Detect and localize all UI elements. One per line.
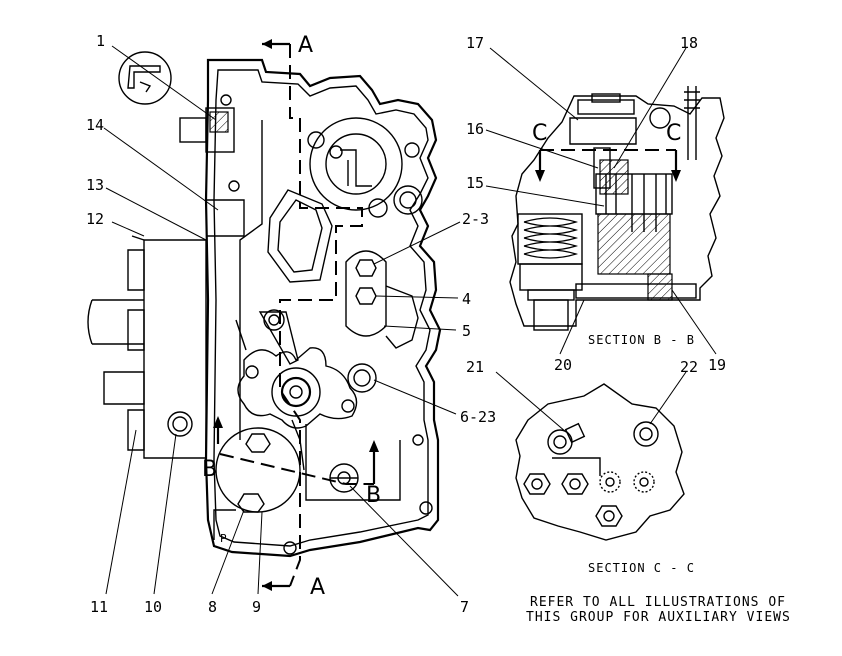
arrow-a-bottom: [262, 581, 272, 591]
callout-6-23: 6-23: [460, 408, 496, 426]
bb-housing: [509, 95, 725, 327]
callout-17: 17: [466, 34, 484, 52]
callout-14: 14: [86, 116, 104, 134]
section-b-b-view: C C 17 18 16 15 20 19 SECTION B - B: [466, 34, 726, 374]
cover-edge: [131, 235, 145, 241]
upper-bore-outer: [309, 117, 403, 211]
arrow-b-left: [213, 416, 223, 428]
section-line-b: [219, 453, 374, 485]
callout-1: 1: [96, 32, 105, 50]
nut-4: [355, 287, 377, 305]
mark-a-bottom: A: [310, 575, 325, 600]
callout-19: 19: [708, 356, 726, 374]
shaft-stub: [87, 299, 144, 345]
callout-12: 12: [86, 210, 104, 228]
arrow-a-top: [262, 39, 272, 49]
callout-7: 7: [460, 598, 469, 616]
title-section-cc: SECTION C - C: [588, 561, 695, 575]
callout-21: 21: [466, 358, 484, 376]
callout-22: 22: [680, 358, 698, 376]
bracket-5: [385, 285, 419, 349]
upper-bore-inner: [325, 133, 387, 195]
cc-fitting-21: [547, 429, 573, 455]
callout-10: 10: [144, 598, 162, 616]
main-view: A A B B P 1 14 13 12 11: [86, 32, 496, 616]
upper-bore-detail: [340, 149, 372, 187]
callout-18: 18: [680, 34, 698, 52]
bb-spring: [523, 217, 579, 259]
cover-to-housing-lip: [206, 199, 245, 237]
side-cover: [143, 239, 207, 459]
leaders-cc: [495, 371, 687, 433]
bb-cap: [577, 99, 635, 115]
cam-center-outer: [271, 367, 321, 417]
leaders-bb: [485, 47, 717, 355]
bb-stud: [684, 86, 700, 160]
leaders-main: [103, 45, 461, 597]
callout-8: 8: [208, 598, 217, 616]
mark-b-right: B: [366, 483, 381, 508]
mark-b-left: B: [202, 457, 217, 482]
cover-studs: [127, 249, 145, 451]
plug-right: [393, 185, 423, 215]
arrow-b-right: [369, 440, 379, 452]
nut-8: [237, 493, 265, 513]
callout-9: 9: [252, 598, 261, 616]
cam-plate: [237, 347, 358, 429]
slot-cavity: [345, 250, 387, 337]
lower-block: [103, 371, 145, 405]
callout-4: 4: [462, 290, 471, 308]
title-section-bb: SECTION B - B: [588, 333, 695, 347]
bb-hatch-15: [599, 159, 629, 195]
lever-arm: [258, 311, 299, 365]
section-c-c-view: 21 22 SECTION C - C: [466, 358, 698, 575]
callout-20: 20: [554, 356, 572, 374]
bolt-10: [167, 411, 193, 437]
callout-13: 13: [86, 176, 104, 194]
detail-bubble: [118, 51, 172, 105]
plug-6-23: [347, 363, 377, 393]
bb-hatched-block: [597, 213, 671, 275]
housing-inner-outline: [213, 69, 431, 547]
cc-housing: [515, 383, 685, 541]
callout-11: 11: [90, 598, 108, 616]
nut-2-3: [355, 259, 377, 277]
note-line-1: REFER TO ALL ILLUSTRATIONS OF: [530, 595, 786, 610]
mark-c-right: C: [666, 121, 681, 146]
callout-15: 15: [466, 174, 484, 192]
arrow-c-left: [535, 170, 545, 182]
mark-c-left: C: [532, 121, 547, 146]
fitting-item-1: [179, 107, 235, 153]
callout-2-3: 2-3: [462, 210, 489, 228]
callout-16: 16: [466, 120, 484, 138]
cc-fitting-22: [633, 421, 659, 447]
mark-p: P: [220, 532, 227, 545]
housing-outline: [204, 58, 442, 558]
section-line-a: [279, 44, 363, 587]
internal-passage: [239, 120, 263, 440]
mark-a-top: A: [298, 33, 313, 58]
arrow-c-right: [671, 170, 681, 182]
callout-5: 5: [462, 322, 471, 340]
note-line-2: THIS GROUP FOR AUXILIARY VIEWS: [526, 610, 791, 625]
